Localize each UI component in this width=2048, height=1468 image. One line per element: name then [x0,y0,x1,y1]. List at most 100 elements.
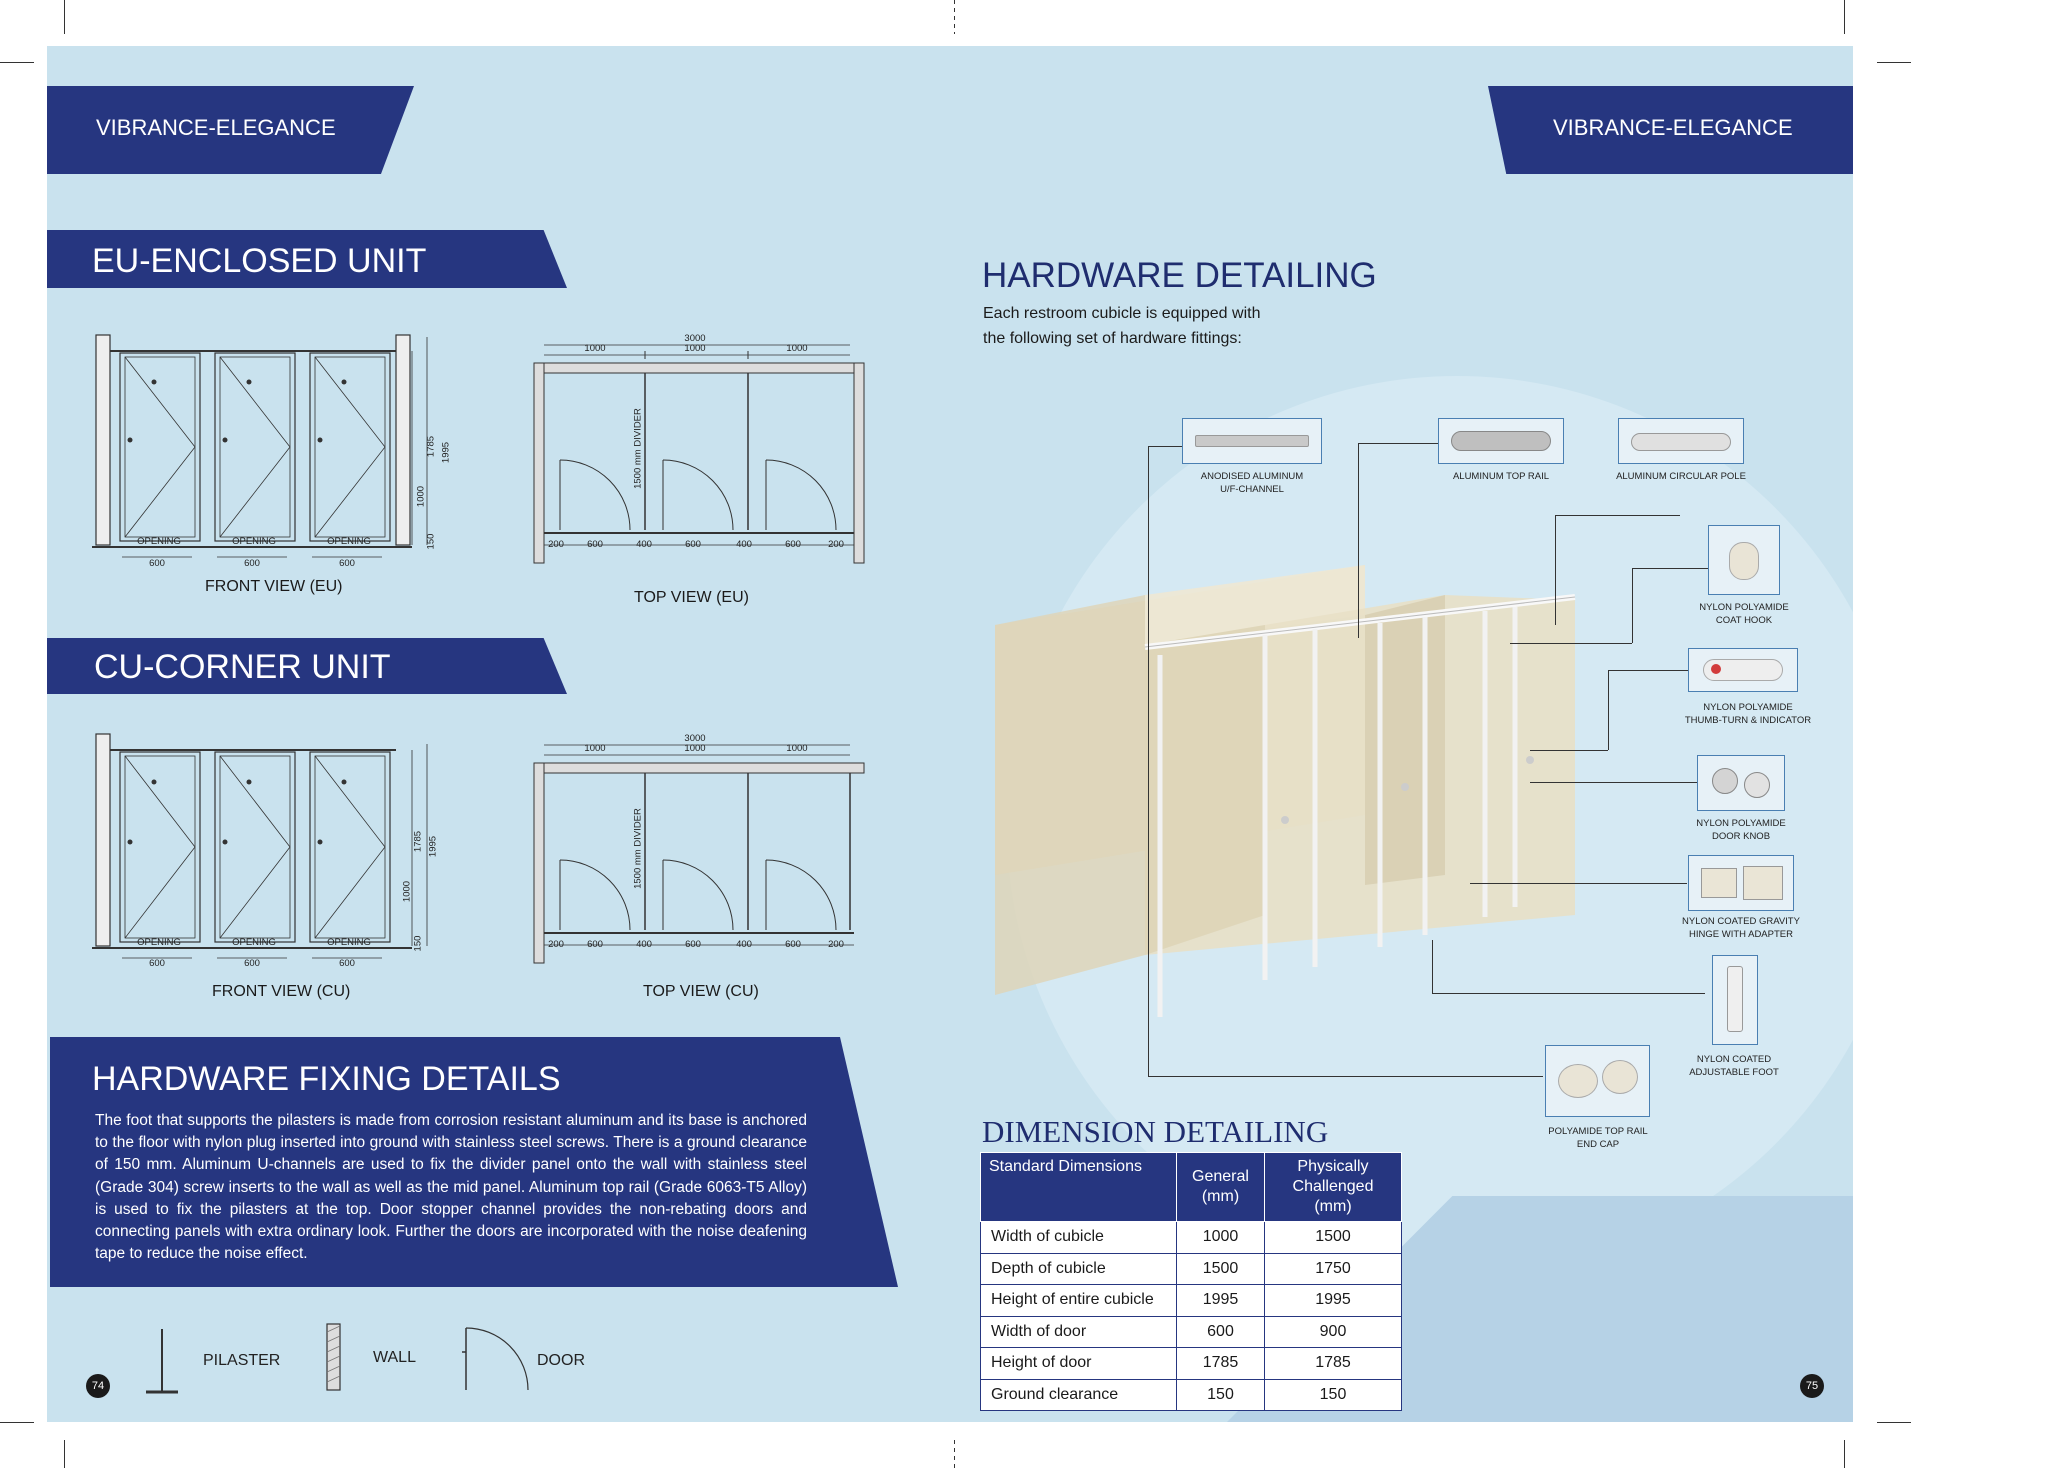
leader-line [1148,446,1149,1076]
table-cell: Height of entire cubicle [980,1284,1177,1317]
height-label: 1000 [415,485,427,508]
hardware-intro-line1: Each restroom cubicle is equipped with [983,305,1261,322]
opening-label: OPENING [232,536,276,547]
header-standard-dimensions: Standard Dimensions [980,1152,1177,1222]
opening-label: OPENING [232,937,276,948]
table-cell: Height of door [980,1347,1177,1380]
segment-label: 400 [636,939,652,950]
door-knob-image [1697,755,1785,811]
adjustable-foot-label: NYLON COATED ADJUSTABLE FOOT [1689,1054,1779,1078]
table-row: Height of door 1785 1785 [980,1347,1402,1380]
hinge-label: NYLON COATED GRAVITY HINGE WITH ADAPTER [1682,916,1800,940]
door-knob-label: NYLON POLYAMIDE DOOR KNOB [1696,818,1786,842]
bay-width-label: 1000 [584,743,606,754]
crop-mark [1844,0,1845,34]
pilaster-label: PILASTER [203,1352,281,1369]
height-label: 1995 [440,441,452,464]
leader-line [1632,568,1708,569]
table-row: Width of door 600 900 [980,1315,1402,1348]
thumb-turn-label: NYLON POLYAMIDE THUMB-TURN & INDICATOR [1684,702,1812,726]
opening-label: OPENING [327,536,371,547]
height-label: 1000 [401,880,413,903]
crop-mark [0,62,34,63]
segment-label: 400 [736,539,752,550]
u-channel-image [1182,418,1322,464]
height-label: 150 [412,935,424,952]
opening-label: OPENING [137,937,181,948]
table-cell: 1785 [1176,1347,1265,1380]
hardware-detailing-title: HARDWARE DETAILING [982,256,1377,295]
leader-line [1632,568,1633,643]
segment-label: 200 [828,939,844,950]
wall-label: WALL [373,1349,416,1366]
segment-label: 600 [587,939,603,950]
bay-width-label: 1000 [786,743,808,754]
height-label: 1785 [425,435,437,458]
leader-line [1510,643,1632,644]
leader-line [1530,782,1697,783]
table-header-row: Standard Dimensions General (mm) Physica… [980,1152,1402,1222]
table-cell: 1785 [1264,1347,1402,1380]
table-row: Width of cubicle 1000 1500 [980,1221,1402,1254]
dimension-table: Standard Dimensions General (mm) Physica… [980,1152,1402,1411]
table-cell: 900 [1264,1315,1402,1348]
coat-hook-label: NYLON POLYAMIDE COAT HOOK [1699,602,1789,626]
fold-mark [954,1440,955,1468]
table-cell: 1500 [1176,1252,1265,1285]
front-view-eu-caption: FRONT VIEW (EU) [205,578,343,595]
segment-label: 600 [785,539,801,550]
page-number-left: 74 [86,1374,110,1398]
bay-width-label: 1000 [786,343,808,354]
bay-width-label: 1000 [684,743,706,754]
leader-line [1608,670,1609,750]
top-view-cu-caption: TOP VIEW (CU) [643,983,759,1000]
leader-line [1432,993,1705,994]
coat-hook-image [1708,525,1780,595]
leader-line [1358,443,1359,638]
segment-label: 200 [548,939,564,950]
top-rail-label: ALUMINUM TOP RAIL [1452,471,1550,482]
crop-mark [64,1440,65,1468]
pilaster-icon [146,1329,178,1394]
crop-mark [64,0,65,34]
segment-label: 600 [785,939,801,950]
circular-pole-label: ALUMINUM CIRCULAR POLE [1616,471,1746,482]
circular-pole-image [1618,418,1744,464]
opening-label: OPENING [327,937,371,948]
thumb-turn-image [1688,648,1798,692]
fold-mark [954,0,955,34]
table-cell: 1500 [1264,1221,1402,1254]
header-general: General (mm) [1176,1152,1265,1222]
table-cell: Width of cubicle [980,1221,1177,1254]
table-cell: 150 [1264,1378,1402,1411]
dimension-detailing-title: DIMENSION DETAILING [982,1114,1329,1149]
width-label: 600 [339,958,355,969]
table-cell: Depth of cubicle [980,1252,1177,1285]
width-label: 600 [244,558,260,569]
front-view-cu-drawing [92,733,428,959]
fixing-details-box [50,1037,898,1287]
table-cell: 150 [1176,1378,1265,1411]
crop-mark [1877,62,1911,63]
u-channel-label: ANODISED ALUMINUM U/F-CHANNEL [1200,471,1304,495]
segment-label: 600 [587,539,603,550]
brand-banner-right [1488,86,1853,174]
eu-section-title: EU-ENCLOSED UNIT [92,242,427,280]
top-view-eu-caption: TOP VIEW (EU) [634,589,749,606]
crop-mark [1844,1440,1845,1468]
overall-width-label: 3000 [684,333,706,344]
leader-line [1470,883,1687,884]
table-row: Height of entire cubicle 1995 1995 [980,1284,1402,1317]
width-label: 600 [339,558,355,569]
cu-section-title: CU-CORNER UNIT [94,648,391,686]
height-label: 1995 [427,835,439,858]
leader-line [1432,940,1433,993]
cubicle-illustration [995,565,1576,1017]
end-cap-label: POLYAMIDE TOP RAIL END CAP [1548,1126,1648,1150]
width-label: 600 [149,558,165,569]
brand-name-left: VIBRANCE-ELEGANCE [96,115,336,140]
leader-line [1608,670,1688,671]
leader-line [1555,515,1680,516]
divider-label: 1500 mm DIVIDER [632,408,644,489]
leader-line [1555,515,1556,625]
